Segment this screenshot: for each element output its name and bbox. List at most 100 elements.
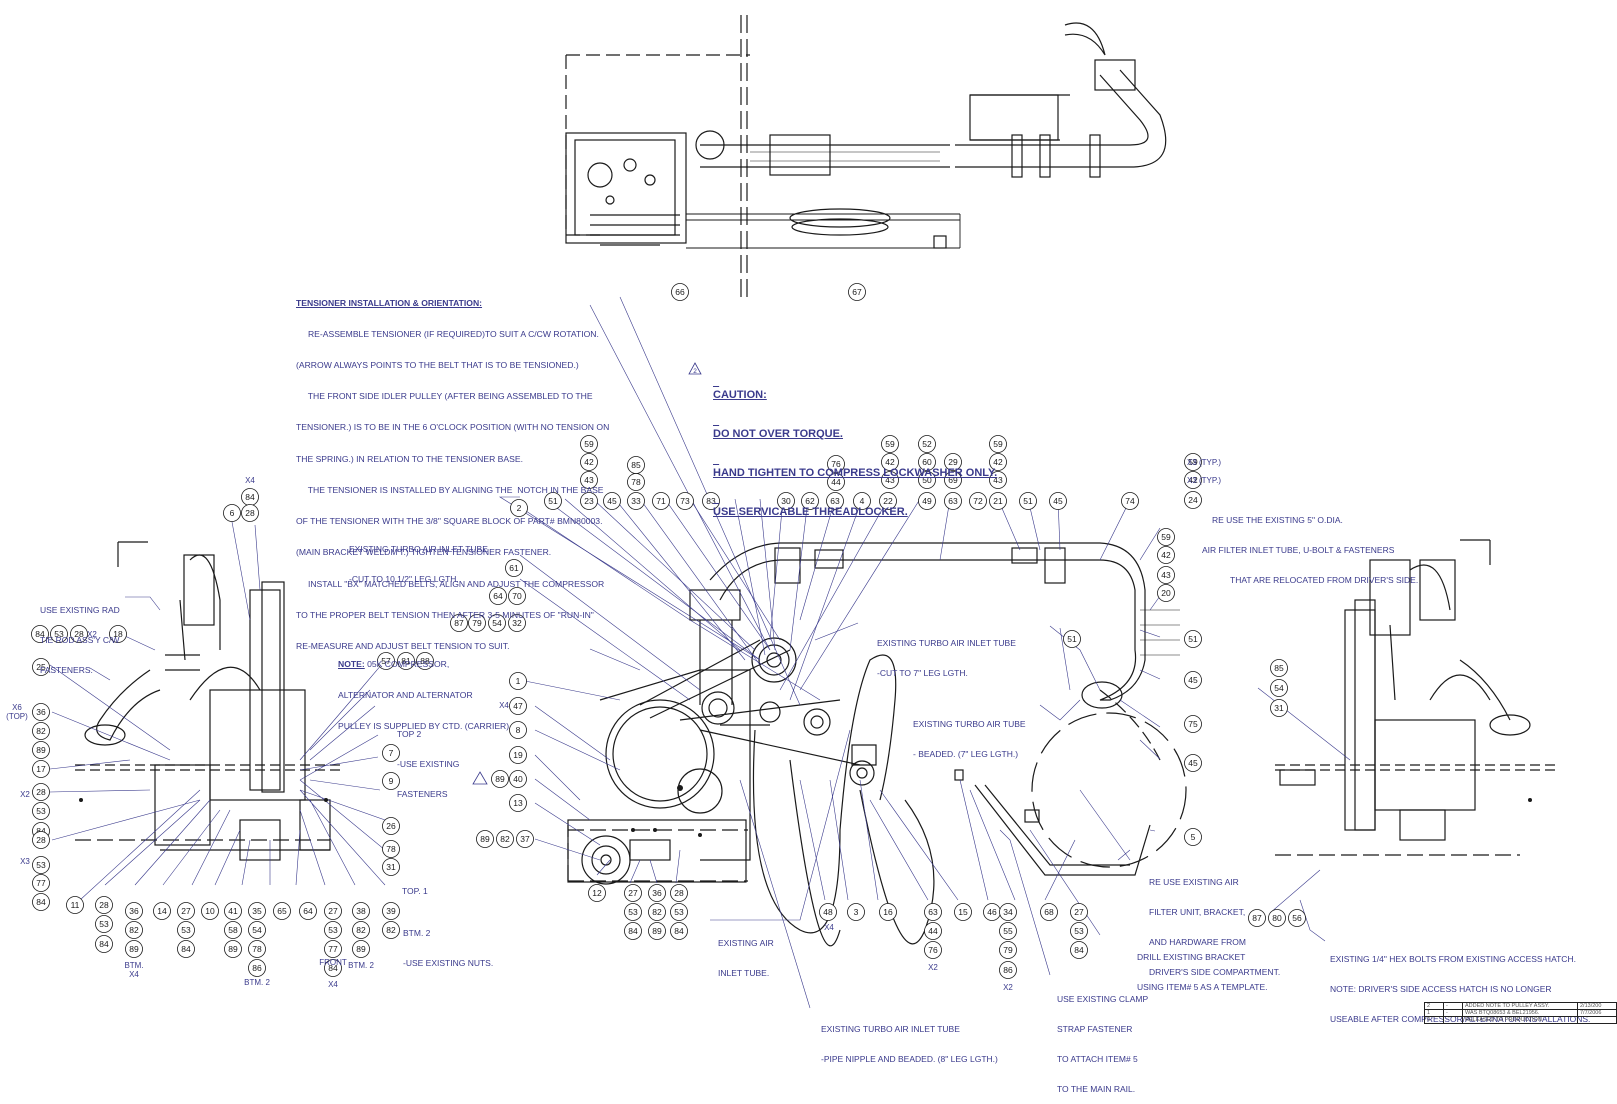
tensioner-note-line: RE-ASSEMBLE TENSIONER (IF REQUIRED)TO SU… — [296, 328, 599, 339]
front-view — [567, 542, 1187, 947]
balloon-number: 55 — [1003, 926, 1013, 936]
balloon-number: 45 — [1053, 496, 1063, 506]
callout-line: RE USE THE EXISTING 5" O.DIA. — [1212, 515, 1343, 525]
item-balloon: 78 — [627, 473, 645, 491]
balloon-number: 53 — [99, 919, 109, 929]
balloon-circle — [32, 741, 50, 759]
item-balloon: 79 — [999, 941, 1017, 959]
balloon-number: 84 — [1074, 945, 1084, 955]
quantity-tag: X4 — [824, 923, 834, 932]
balloon-circle — [999, 961, 1017, 979]
item-balloon: 72 — [969, 492, 987, 510]
revision-cell: - — [1443, 1009, 1463, 1017]
item-balloon: 82 — [496, 830, 514, 848]
balloon-number: 84 — [36, 897, 46, 907]
balloon-circle — [31, 625, 49, 643]
balloon-circle — [1184, 754, 1202, 772]
item-balloon: 28 — [32, 831, 50, 849]
balloon-number: 19 — [513, 750, 523, 760]
balloon-number: 35 — [252, 906, 262, 916]
balloon-number: 63 — [948, 496, 958, 506]
item-balloon: 86 — [999, 961, 1017, 979]
balloon-number: 31 — [386, 862, 396, 872]
balloon-number: 72 — [973, 496, 983, 506]
callout-turbo-7: EXISTING TURBO AIR INLET TUBE -CUT TO 7"… — [877, 618, 1016, 688]
balloon-circle — [1019, 492, 1037, 510]
item-balloon: 53 — [670, 903, 688, 921]
item-balloon: 66 — [671, 283, 689, 301]
item-balloon: 29 — [944, 453, 962, 471]
balloon-number: 21 — [993, 496, 1003, 506]
quantity-tag: BTM. 2 — [244, 978, 270, 987]
quantity-tag: FRONT — [319, 958, 347, 967]
callout-line: USE EXISTING CLAMP — [1057, 994, 1149, 1004]
balloon-circle — [153, 902, 171, 920]
item-balloon: 62 — [801, 492, 819, 510]
item-balloon: 89 — [352, 940, 370, 958]
callout-line: FASTENERS. — [40, 665, 93, 675]
balloon-circle — [32, 703, 50, 721]
item-balloon: 86 — [248, 959, 266, 977]
balloon-number: 12 — [592, 888, 602, 898]
balloon-circle — [1248, 909, 1266, 927]
quantity-tag: X4 — [499, 701, 509, 710]
item-balloon: 59 — [1157, 528, 1175, 546]
balloon-number: 43 — [885, 475, 895, 485]
balloon-circle — [488, 614, 506, 632]
callout-line: EXISTING AIR — [718, 938, 774, 948]
balloon-number: 3 — [854, 907, 859, 917]
balloon-number: 13 — [513, 798, 523, 808]
balloon-number: 28 — [74, 629, 84, 639]
quantity-tag: (TOP) — [6, 712, 28, 721]
item-balloon: 76 — [827, 455, 845, 473]
compressor-note: NOTE: 05K COMPRESSOR, ALTERNATOR AND ALT… — [338, 638, 509, 742]
item-balloon: 25 — [32, 658, 50, 676]
balloon-number: 77 — [36, 878, 46, 888]
balloon-circle — [32, 893, 50, 911]
item-balloon: 44 — [924, 922, 942, 940]
balloon-circle — [299, 902, 317, 920]
balloon-number: 48 — [823, 907, 833, 917]
item-balloon: 84 — [95, 935, 113, 953]
item-balloon: 59 — [989, 435, 1007, 453]
caution-line: CAUTION: — [713, 389, 767, 401]
balloon-number: 31 — [1274, 703, 1284, 713]
balloon-number: 54 — [492, 618, 502, 628]
callout-line: AND HARDWARE FROM — [1149, 937, 1246, 947]
balloon-circle — [1184, 671, 1202, 689]
balloon-number: 37 — [520, 834, 530, 844]
item-balloon: 44 — [827, 473, 845, 491]
tensioner-note-line: OF THE TENSIONER WITH THE 3/8" SQUARE BL… — [296, 516, 603, 527]
item-balloon: 82 — [382, 921, 400, 939]
revision-row: 1 - WAS BTQ08653 & BEL21956. 7/7/2006 — [1424, 1009, 1617, 1017]
balloon-number: 9 — [389, 776, 394, 786]
balloon-circle — [32, 658, 50, 676]
item-balloon: 53 — [32, 856, 50, 874]
balloon-circle — [999, 903, 1017, 921]
item-balloon: 51 — [1184, 630, 1202, 648]
balloon-number: 78 — [631, 477, 641, 487]
item-balloon: 28 — [95, 896, 113, 914]
item-balloon: 32 — [508, 614, 526, 632]
balloon-circle — [580, 471, 598, 489]
revision-triangle-icon — [472, 771, 488, 785]
item-balloon: 31 — [382, 858, 400, 876]
quantity-tag: X3 — [20, 857, 30, 866]
balloon-circle — [676, 492, 694, 510]
balloon-circle — [1063, 630, 1081, 648]
callout-line: AIR FILTER INLET TUBE, U-BOLT & FASTENER… — [1202, 545, 1395, 555]
balloon-circle — [1184, 491, 1202, 509]
balloon-number: 78 — [386, 844, 396, 854]
balloon-number: 56 — [1292, 913, 1302, 923]
balloon-number: 61 — [509, 563, 519, 573]
balloon-number: 82 — [386, 925, 396, 935]
callout-line: EXISTING TURBO AIR INLET TUBE — [349, 544, 488, 554]
item-balloon: 68 — [1040, 903, 1058, 921]
compressor-note-heading: NOTE: — [338, 658, 365, 669]
balloon-circle — [382, 902, 400, 920]
balloon-number: 77 — [328, 944, 338, 954]
item-balloon: 42 — [881, 453, 899, 471]
balloon-circle — [1040, 903, 1058, 921]
balloon-circle — [1268, 909, 1286, 927]
balloon-number: 63 — [830, 496, 840, 506]
